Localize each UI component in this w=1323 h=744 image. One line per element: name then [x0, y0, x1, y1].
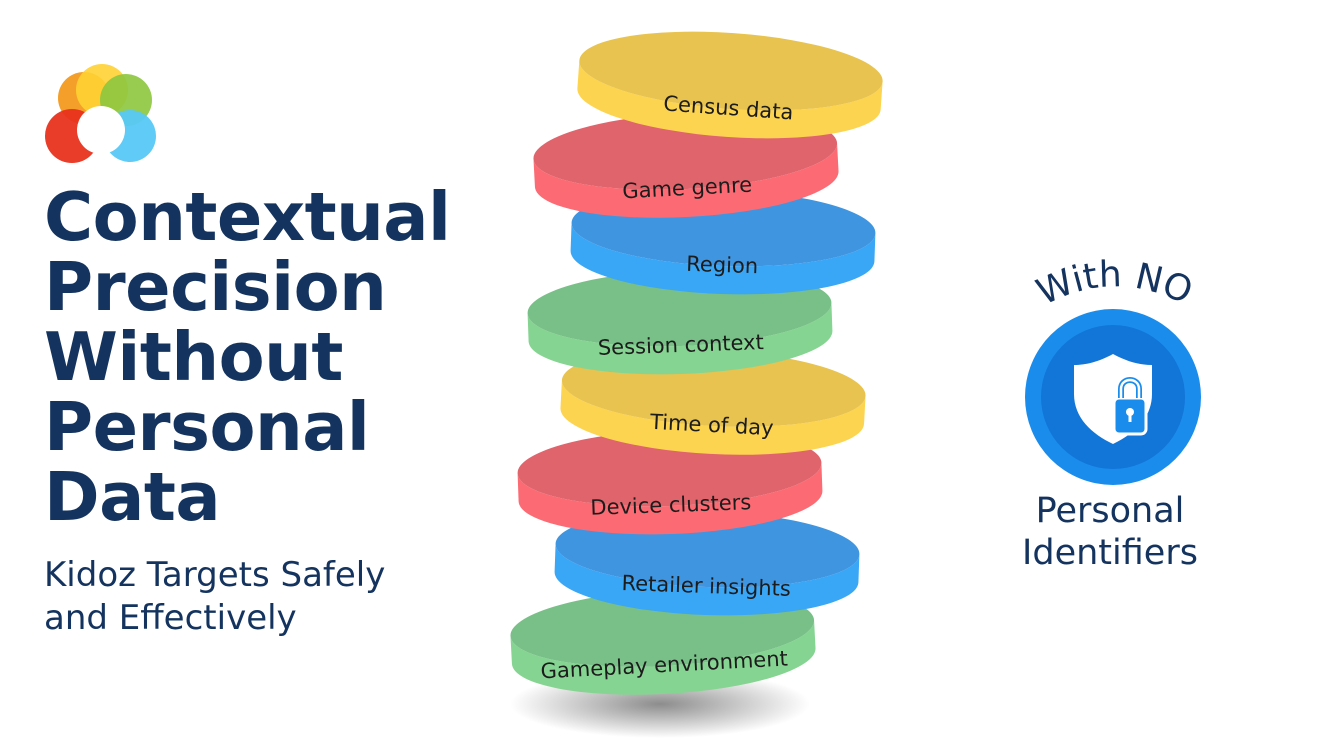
with-no-text: With NO: [1031, 254, 1199, 313]
kidoz-logo: [42, 64, 160, 166]
disc-label: Session context: [597, 330, 764, 360]
page-title: Contextual Precision Without Personal Da…: [44, 182, 451, 532]
title-line: Data: [44, 458, 221, 536]
title-line: Personal: [44, 388, 370, 466]
disc-layer: Census data: [577, 31, 883, 139]
badge-label-line: Identifiers: [1022, 533, 1198, 573]
title-line: Without: [44, 318, 343, 396]
disc-side: [533, 143, 839, 218]
subtitle-line: Kidoz Targets Safely: [44, 555, 386, 595]
badge-label-line: Personal: [1035, 491, 1185, 531]
title-line: Contextual: [44, 178, 451, 256]
subtitle: Kidoz Targets Safely and Effectively: [44, 554, 385, 640]
disc-label: Device clusters: [590, 490, 752, 520]
shield-lock-icon: [1074, 354, 1152, 444]
disc-side: [570, 222, 876, 295]
disc-side: [527, 302, 833, 375]
disc-top: [579, 31, 883, 111]
disc-side: [510, 620, 816, 695]
disc-side: [554, 543, 860, 616]
title-line: Precision: [44, 248, 387, 326]
badge-label: Personal Identifiers: [990, 490, 1230, 574]
disc-side: [560, 380, 866, 455]
badge-graphic: With NO: [1025, 254, 1201, 485]
disc-side: [517, 462, 823, 535]
subtitle-line: and Effectively: [44, 598, 297, 638]
disc-layer: Device clusters: [517, 429, 823, 535]
privacy-badge: With NO Personal Identifiers: [990, 246, 1230, 586]
logo-mark: [45, 64, 156, 163]
disc-label: Retailer insights: [621, 571, 791, 601]
disc-side: [577, 60, 883, 139]
disc-label: Region: [686, 252, 759, 278]
